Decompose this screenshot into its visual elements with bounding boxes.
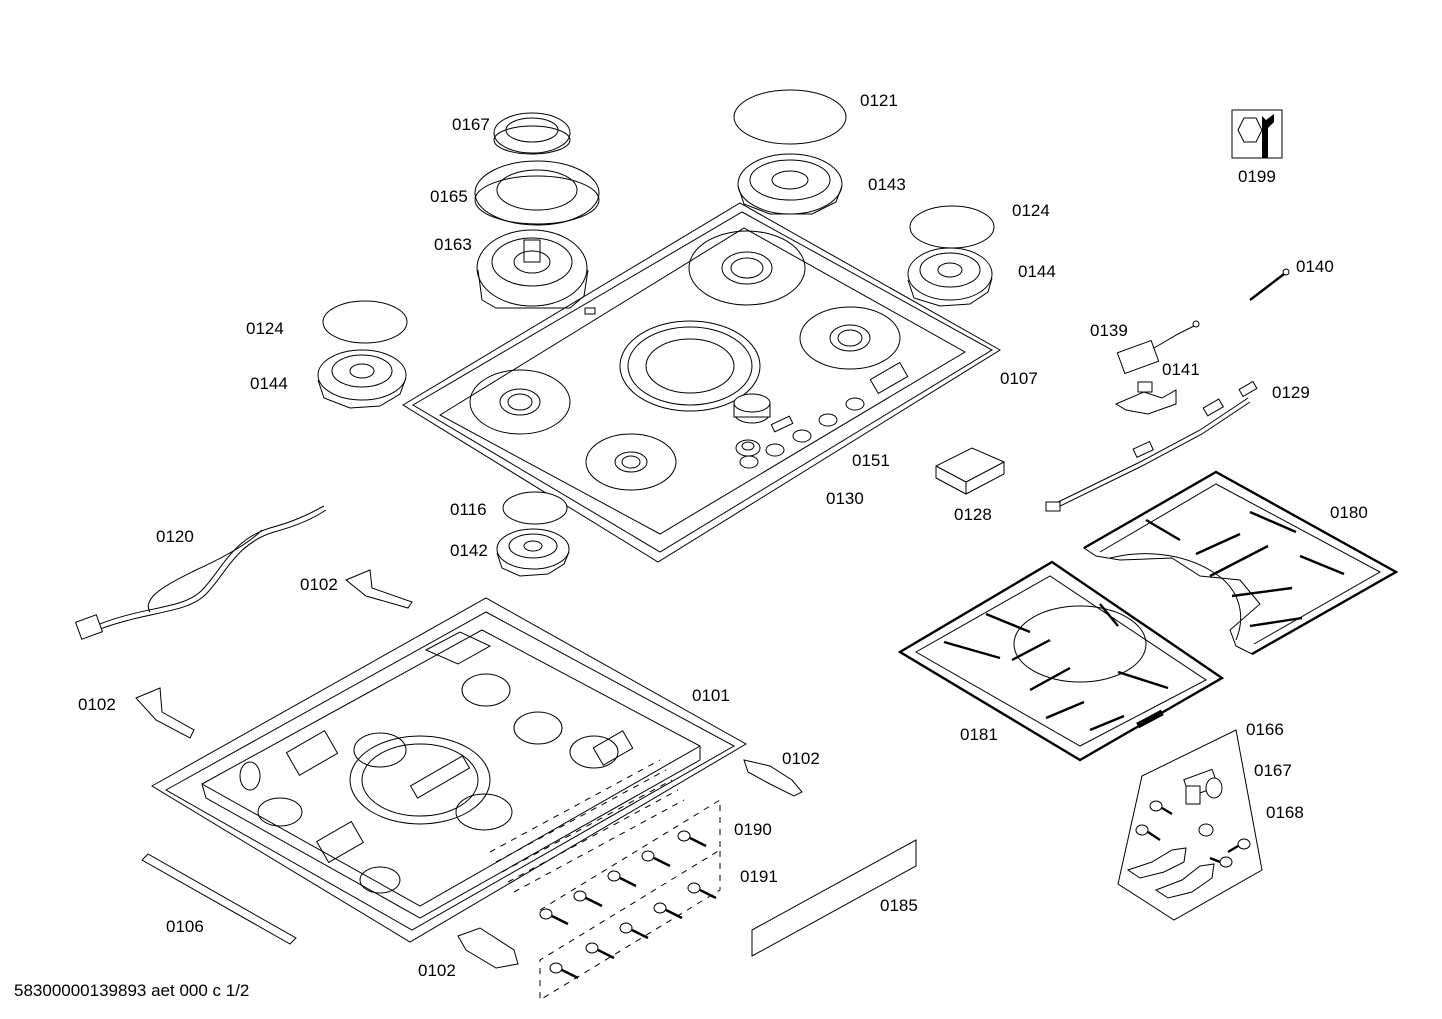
seal-strip-0106 bbox=[141, 853, 297, 945]
label-0151: 0151 bbox=[852, 451, 890, 470]
screw bbox=[1209, 856, 1233, 868]
bracket-0102-b bbox=[135, 687, 195, 739]
burner-0163 bbox=[476, 229, 589, 309]
label-0124-left: 0124 bbox=[246, 319, 284, 338]
burner-cap-0124-left bbox=[322, 300, 408, 344]
label-0141: 0141 bbox=[1162, 360, 1200, 379]
label-0106: 0106 bbox=[166, 917, 204, 936]
screw bbox=[677, 830, 707, 848]
label-0199: 0199 bbox=[1238, 167, 1276, 186]
burner-0144-right bbox=[907, 247, 993, 307]
label-0185: 0185 bbox=[880, 896, 918, 915]
label-0121: 0121 bbox=[860, 91, 898, 110]
screw bbox=[1135, 824, 1161, 841]
wrench-icon bbox=[1231, 109, 1283, 159]
label-0102-d: 0102 bbox=[418, 961, 456, 980]
screw bbox=[607, 870, 637, 888]
wire-harness-0129 bbox=[1045, 380, 1258, 512]
label-0128: 0128 bbox=[954, 505, 992, 524]
label-0124-right: 0124 bbox=[1012, 201, 1050, 220]
label-0144-right: 0144 bbox=[1018, 262, 1056, 281]
screw bbox=[549, 962, 579, 980]
burner-0143 bbox=[737, 153, 843, 215]
burner-cap-0124-right bbox=[909, 205, 995, 249]
bracket-0102-c bbox=[743, 759, 803, 797]
elbow-fitting-0167 bbox=[1183, 768, 1223, 805]
screw bbox=[585, 942, 615, 960]
screws-0190-0191 bbox=[539, 799, 721, 1001]
screw bbox=[641, 850, 671, 868]
washer-0168 bbox=[1198, 823, 1214, 837]
label-0166: 0166 bbox=[1246, 720, 1284, 739]
screw bbox=[653, 902, 683, 920]
cooktop-top-plate bbox=[402, 202, 1001, 563]
wire-0140 bbox=[1249, 268, 1290, 301]
label-0120: 0120 bbox=[156, 527, 194, 546]
vent-grid bbox=[489, 759, 685, 893]
label-0142: 0142 bbox=[450, 541, 488, 560]
label-0107: 0107 bbox=[1000, 369, 1038, 388]
label-0165: 0165 bbox=[430, 187, 468, 206]
label-0180: 0180 bbox=[1330, 503, 1368, 522]
label-0130: 0130 bbox=[826, 489, 864, 508]
power-cord-0120 bbox=[74, 505, 327, 640]
screw bbox=[687, 882, 717, 900]
label-0143: 0143 bbox=[868, 175, 906, 194]
label-0101: 0101 bbox=[692, 686, 730, 705]
bracket-0102-a bbox=[345, 569, 413, 609]
burner-0142 bbox=[496, 528, 570, 577]
cover-strip-0185 bbox=[751, 839, 917, 957]
hob-base-0101 bbox=[151, 597, 748, 943]
label-0102-c: 0102 bbox=[782, 749, 820, 768]
accessory-kit-0166 bbox=[1117, 729, 1263, 921]
document-id: 58300000139893 aet 000 c 1/2 bbox=[14, 981, 249, 1000]
label-0144-left: 0144 bbox=[250, 374, 288, 393]
label-0129: 0129 bbox=[1272, 383, 1310, 402]
pan-support-0181 bbox=[897, 560, 1225, 762]
label-0181: 0181 bbox=[960, 725, 998, 744]
bracket-0141 bbox=[1114, 381, 1177, 415]
screw bbox=[539, 908, 569, 926]
label-0102-a: 0102 bbox=[300, 575, 338, 594]
label-0168: 0168 bbox=[1266, 803, 1304, 822]
burner-cap-0165 bbox=[474, 160, 600, 226]
screw bbox=[1227, 838, 1251, 854]
label-0167-kit: 0167 bbox=[1254, 761, 1292, 780]
label-0102-b: 0102 bbox=[78, 695, 116, 714]
burner-cap-0121 bbox=[733, 89, 847, 145]
label-0139: 0139 bbox=[1090, 321, 1128, 340]
bracket-0102-d bbox=[457, 927, 519, 969]
label-0140: 0140 bbox=[1296, 257, 1334, 276]
screw bbox=[573, 890, 603, 908]
label-0163: 0163 bbox=[434, 235, 472, 254]
control-knob-0130 bbox=[735, 439, 761, 457]
burner-0144-left bbox=[317, 349, 407, 409]
screw bbox=[1149, 800, 1173, 816]
label-0190: 0190 bbox=[734, 820, 772, 839]
label-0191: 0191 bbox=[740, 867, 778, 886]
burner-cap-0116 bbox=[502, 491, 568, 525]
pan-support-0180 bbox=[1083, 470, 1399, 656]
ignition-module-0139 bbox=[1116, 320, 1200, 375]
label-0167-top: 0167 bbox=[452, 115, 490, 134]
spark-generator-0128 bbox=[935, 447, 1005, 495]
burner-ring-0167 bbox=[493, 112, 571, 155]
label-0116: 0116 bbox=[450, 500, 487, 519]
control-knob-0151 bbox=[733, 393, 794, 433]
screw bbox=[619, 922, 649, 940]
